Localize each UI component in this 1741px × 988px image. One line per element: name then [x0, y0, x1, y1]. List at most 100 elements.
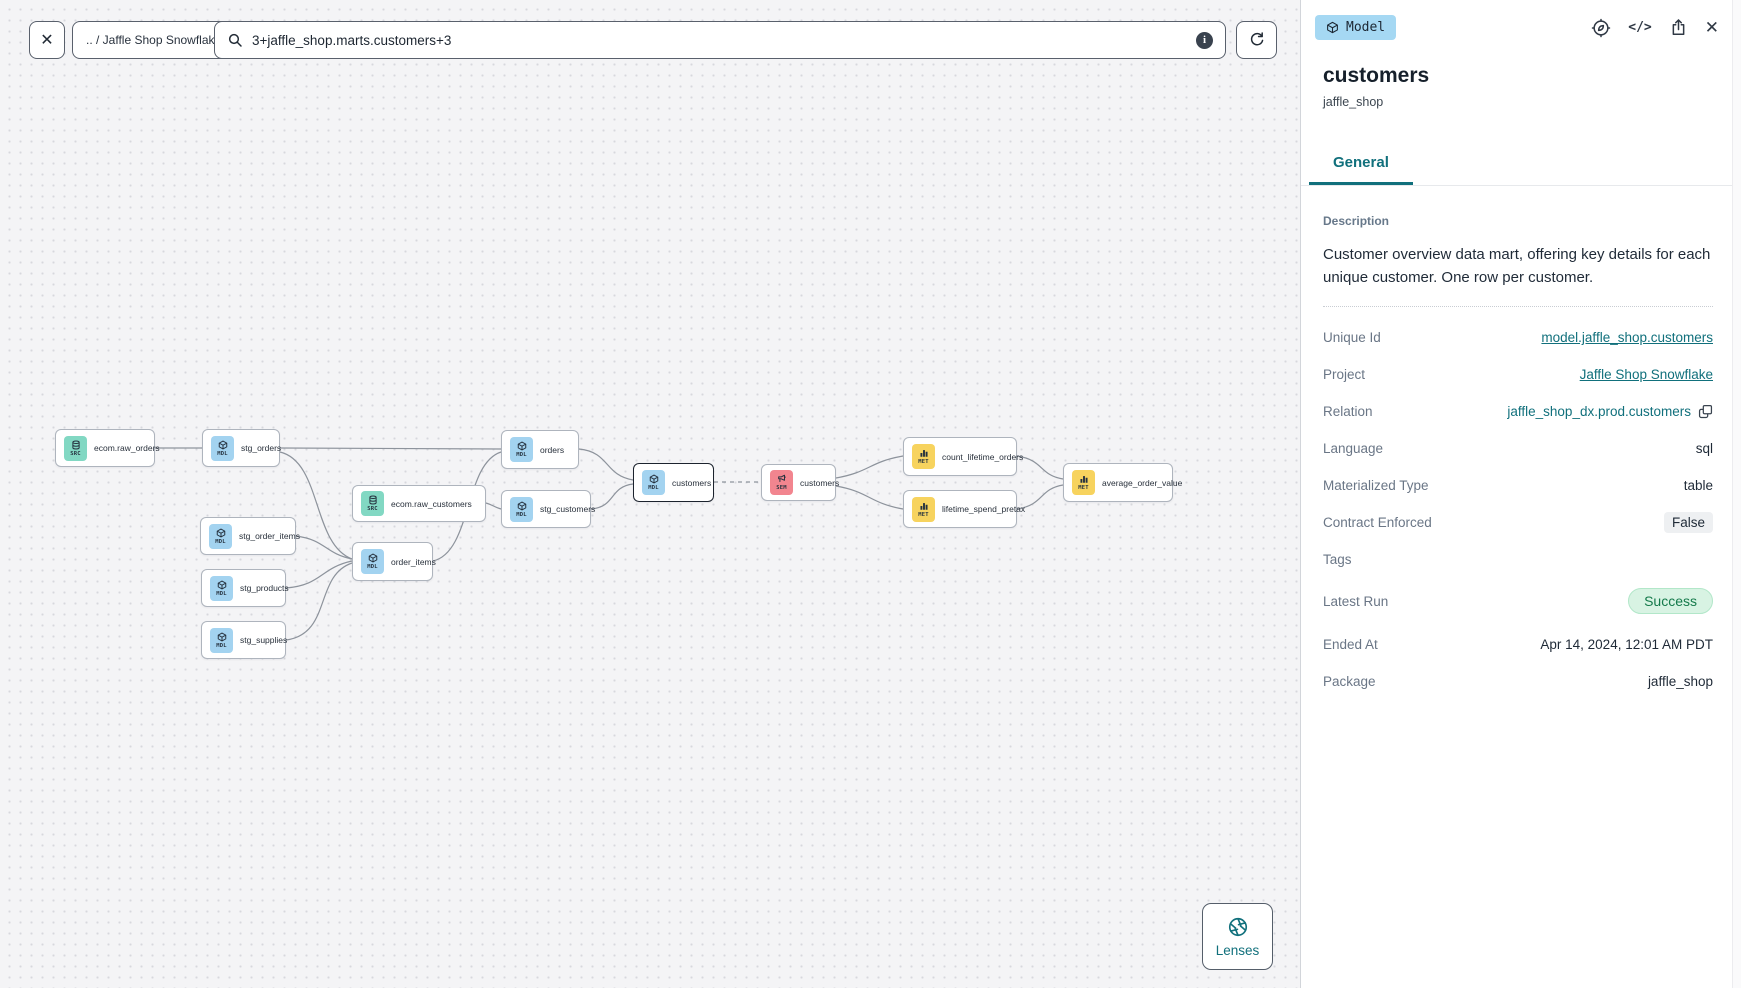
copy-icon[interactable]: [1698, 404, 1713, 419]
edge-stg-products-to-order-items: [285, 560, 353, 589]
node-order-items[interactable]: MDL order_items: [352, 542, 436, 581]
status-badge: False: [1663, 512, 1713, 533]
node-type-label: SRC: [70, 450, 81, 457]
node-label: stg_orders: [241, 443, 282, 453]
field-row-materialized-type: Materialized Type table: [1323, 474, 1713, 497]
field-row-unique-id: Unique Id model.jaffle_shop.customers: [1323, 326, 1713, 349]
node-label: average_order_value: [1102, 477, 1183, 488]
node-ecom-raw-customers[interactable]: SRC ecom.raw_customers: [352, 485, 486, 522]
node-label: stg_products: [240, 583, 289, 593]
search-icon: [227, 32, 243, 48]
details-panel: Model </> ✕ customers jaffle_shop Gene: [1300, 0, 1741, 988]
field-value-relation: jaffle_shop_dx.prod.customers: [1507, 404, 1691, 419]
node-type-label: MET: [1078, 485, 1089, 491]
resource-type-badge: Model: [1315, 15, 1397, 40]
node-type-label: MDL: [516, 511, 527, 518]
close-panel-icon[interactable]: ✕: [1704, 18, 1719, 37]
node-customers[interactable]: MDL customers: [633, 463, 714, 502]
node-ecom-raw-orders[interactable]: SRC ecom.raw_orders: [55, 429, 160, 467]
edge-ecom-raw-customers-to-stg-customers: [485, 502, 502, 510]
field-value: sql: [1696, 441, 1713, 456]
resource-type-label: Model: [1346, 20, 1386, 35]
node-type-label: MET: [918, 511, 929, 518]
field-label: Ended At: [1323, 637, 1378, 652]
edge-orders-to-customers: [578, 448, 634, 481]
field-value: Apr 14, 2024, 12:01 AM PDT: [1540, 637, 1713, 652]
field-label: Tags: [1323, 552, 1352, 567]
model-cube-icon: MDL: [361, 549, 384, 574]
node-average-order-value[interactable]: MET average_order_value: [1063, 463, 1182, 502]
field-row-contract-enforced: Contract Enforced False: [1323, 511, 1713, 534]
metric-chart-icon: MET: [1072, 470, 1095, 495]
refresh-icon: [1248, 31, 1266, 49]
share-icon[interactable]: [1669, 18, 1688, 37]
node-label: stg_supplies: [240, 635, 288, 645]
info-icon[interactable]: i: [1196, 31, 1213, 49]
node-stg-supplies[interactable]: MDL stg_supplies: [201, 621, 288, 659]
field-value: Success: [1628, 588, 1713, 614]
description-label: Description: [1323, 214, 1390, 228]
refresh-button[interactable]: [1236, 21, 1277, 59]
node-type-label: SRC: [367, 506, 378, 512]
source-database-icon: SRC: [361, 491, 384, 516]
edge-layer: [154, 447, 1064, 641]
node-type-label: MDL: [216, 590, 227, 597]
node-customers-semantic[interactable]: SEM customers: [761, 464, 840, 501]
node-stg-order-items[interactable]: MDL stg_order_items: [200, 517, 300, 555]
edge-stg-customers-to-customers: [590, 483, 634, 510]
node-label: stg_order_items: [239, 531, 300, 541]
field-label: Project: [1323, 367, 1366, 382]
edge-customers-semantic-to-count-lifetime-orders: [835, 455, 904, 479]
metric-chart-icon: MET: [912, 444, 935, 469]
node-orders[interactable]: MDL orders: [501, 430, 579, 469]
field-value: jaffle_shop_dx.prod.customers: [1507, 404, 1713, 419]
node-stg-customers[interactable]: MDL stg_customers: [501, 490, 595, 528]
node-type-label: MDL: [648, 485, 659, 491]
field-row-language: Language sql: [1323, 437, 1713, 460]
search-input[interactable]: 3+jaffle_shop.marts.customers+3 i: [214, 21, 1226, 59]
tab-general[interactable]: General: [1309, 145, 1413, 185]
edge-stg-order-items-to-order-items: [295, 535, 353, 560]
node-count-lifetime-orders[interactable]: MET count_lifetime_orders: [903, 437, 1023, 476]
field-value: Jaffle Shop Snowflake: [1580, 367, 1713, 382]
node-label: count_lifetime_orders: [942, 451, 1024, 462]
lenses-label: Lenses: [1215, 942, 1260, 958]
field-value-link[interactable]: Jaffle Shop Snowflake: [1579, 367, 1713, 382]
node-stg-orders[interactable]: MDL stg_orders: [202, 429, 282, 467]
node-lifetime-spend-pretax[interactable]: MET lifetime_spend_pretax: [903, 490, 1025, 528]
node-type-label: MDL: [516, 452, 527, 458]
edge-stg-orders-to-orders: [279, 447, 502, 450]
code-icon[interactable]: </>: [1628, 20, 1652, 35]
model-cube-icon: [1326, 21, 1339, 34]
node-label: customers: [672, 477, 712, 488]
tab-bar: General: [1301, 145, 1741, 186]
lineage-canvas[interactable]: SRC ecom.raw_orders MDL stg_orders SRC e…: [0, 0, 1300, 988]
lenses-icon: [1227, 916, 1249, 938]
node-type-label: MET: [918, 459, 929, 465]
field-value-text: table: [1683, 478, 1713, 493]
node-label: ecom.raw_orders: [94, 443, 160, 453]
lenses-button[interactable]: Lenses: [1202, 903, 1273, 970]
search-value: 3+jaffle_shop.marts.customers+3: [252, 32, 452, 48]
field-row-tags: Tags: [1323, 548, 1713, 571]
node-type-label: MDL: [216, 642, 227, 649]
field-label: Latest Run: [1323, 593, 1389, 609]
field-label: Unique Id: [1323, 330, 1381, 345]
node-type-label: MDL: [367, 564, 378, 570]
source-database-icon: SRC: [64, 435, 87, 461]
model-cube-icon: MDL: [210, 627, 233, 653]
field-row-project: Project Jaffle Shop Snowflake: [1323, 363, 1713, 386]
close-icon: ✕: [40, 32, 54, 49]
model-cube-icon: MDL: [210, 575, 233, 601]
node-label: customers: [800, 477, 840, 488]
field-value-text: Apr 14, 2024, 12:01 AM PDT: [1540, 637, 1713, 652]
node-stg-products[interactable]: MDL stg_products: [201, 569, 289, 607]
field-value-text: jaffle_shop: [1647, 674, 1713, 689]
breadcrumb-label: .. / Jaffle Shop Snowflake: [86, 33, 222, 47]
field-value-link[interactable]: model.jaffle_shop.customers: [1541, 330, 1713, 345]
close-graph-button[interactable]: ✕: [29, 21, 65, 59]
breadcrumb[interactable]: .. / Jaffle Shop Snowflake: [72, 21, 236, 59]
lens-compass-icon[interactable]: [1591, 18, 1611, 38]
edge-count-lifetime-orders-to-average-order-value: [1016, 455, 1064, 480]
model-cube-icon: MDL: [642, 470, 665, 495]
